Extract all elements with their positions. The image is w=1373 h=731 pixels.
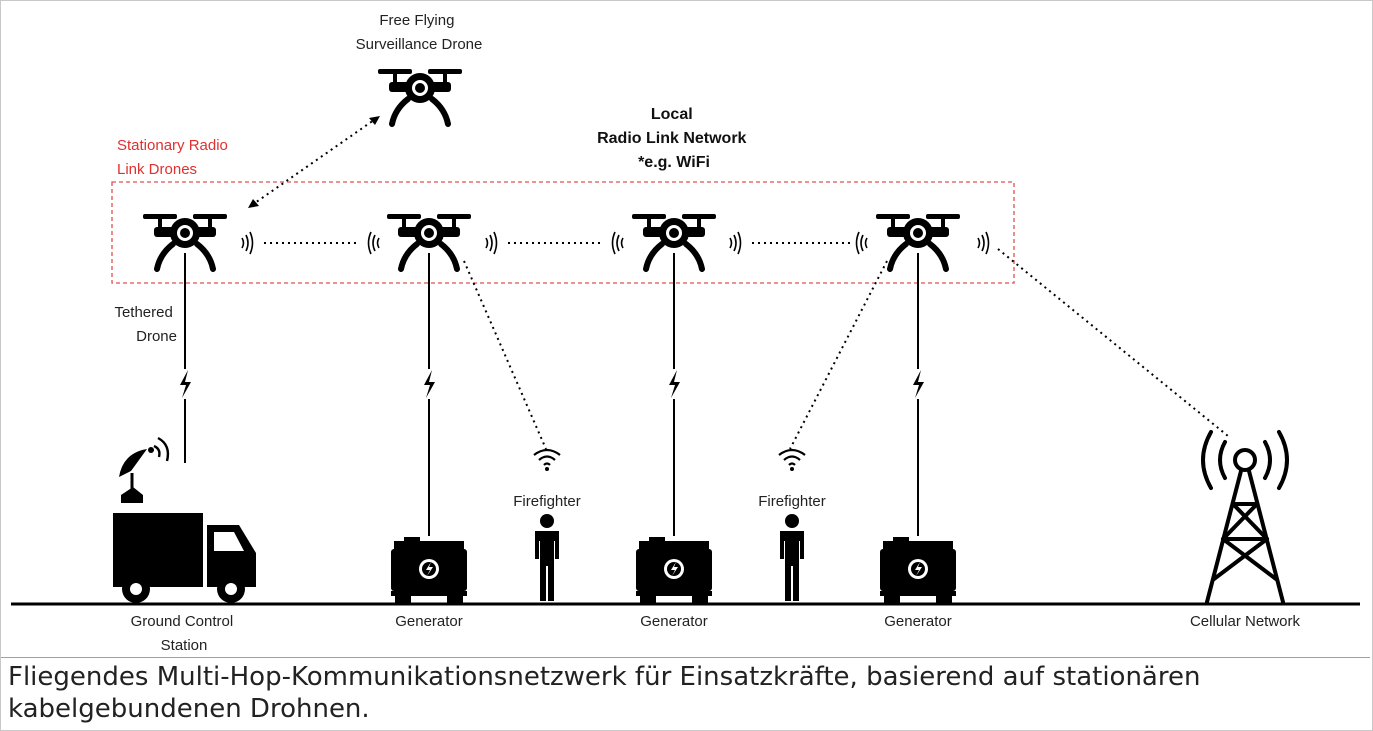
power-bolt-icon bbox=[424, 370, 435, 398]
tethered-drone-label: Tethered Drone bbox=[114, 304, 177, 345]
firefighter-2-label: Firefighter bbox=[758, 493, 826, 510]
diagram-svg: Free Flying Surveillance Drone Stationar… bbox=[11, 12, 1360, 654]
cellular-tower-icon bbox=[1201, 430, 1289, 604]
generator-3-label: Generator bbox=[884, 613, 952, 630]
local-network-label: Local Radio Link Network *e.g. WiFi bbox=[597, 106, 751, 171]
arrow-head-upper bbox=[369, 116, 380, 125]
free-flying-label: Free Flying Surveillance Drone bbox=[356, 12, 483, 53]
free-flying-drone-icon bbox=[378, 69, 462, 124]
generator-1-icon bbox=[391, 537, 467, 604]
generator-3-icon bbox=[880, 537, 956, 604]
stationary-drones-label: Stationary Radio Link Drones bbox=[117, 137, 232, 178]
firefighter-2-icon bbox=[780, 514, 804, 601]
wifi-icon bbox=[532, 448, 562, 473]
wifi-icon bbox=[777, 448, 807, 473]
cellular-network-label: Cellular Network bbox=[1190, 613, 1301, 630]
power-bolt-icon bbox=[180, 370, 191, 398]
power-bolt-icon bbox=[913, 370, 924, 398]
stationary-drones-box bbox=[111, 181, 1015, 284]
generator-2-label: Generator bbox=[640, 613, 708, 630]
firefighter-1-label: Firefighter bbox=[513, 493, 581, 510]
ground-control-truck-icon bbox=[113, 436, 256, 603]
ground-control-label: Ground Control Station bbox=[131, 613, 238, 654]
diagram-figure: Free Flying Surveillance Drone Stationar… bbox=[1, 1, 1370, 658]
generator-2-icon bbox=[636, 537, 712, 604]
signal-waves-icon bbox=[241, 231, 990, 255]
firefighter-1-icon bbox=[535, 514, 559, 601]
arrow-head-lower bbox=[248, 199, 259, 208]
power-bolt-icon bbox=[669, 370, 680, 398]
tether-lines bbox=[184, 253, 919, 536]
radio-links bbox=[251, 119, 1229, 450]
generator-1-label: Generator bbox=[395, 613, 463, 630]
figure-caption: Fliegendes Multi-Hop-Kommunikationsnetzw… bbox=[8, 662, 1201, 724]
